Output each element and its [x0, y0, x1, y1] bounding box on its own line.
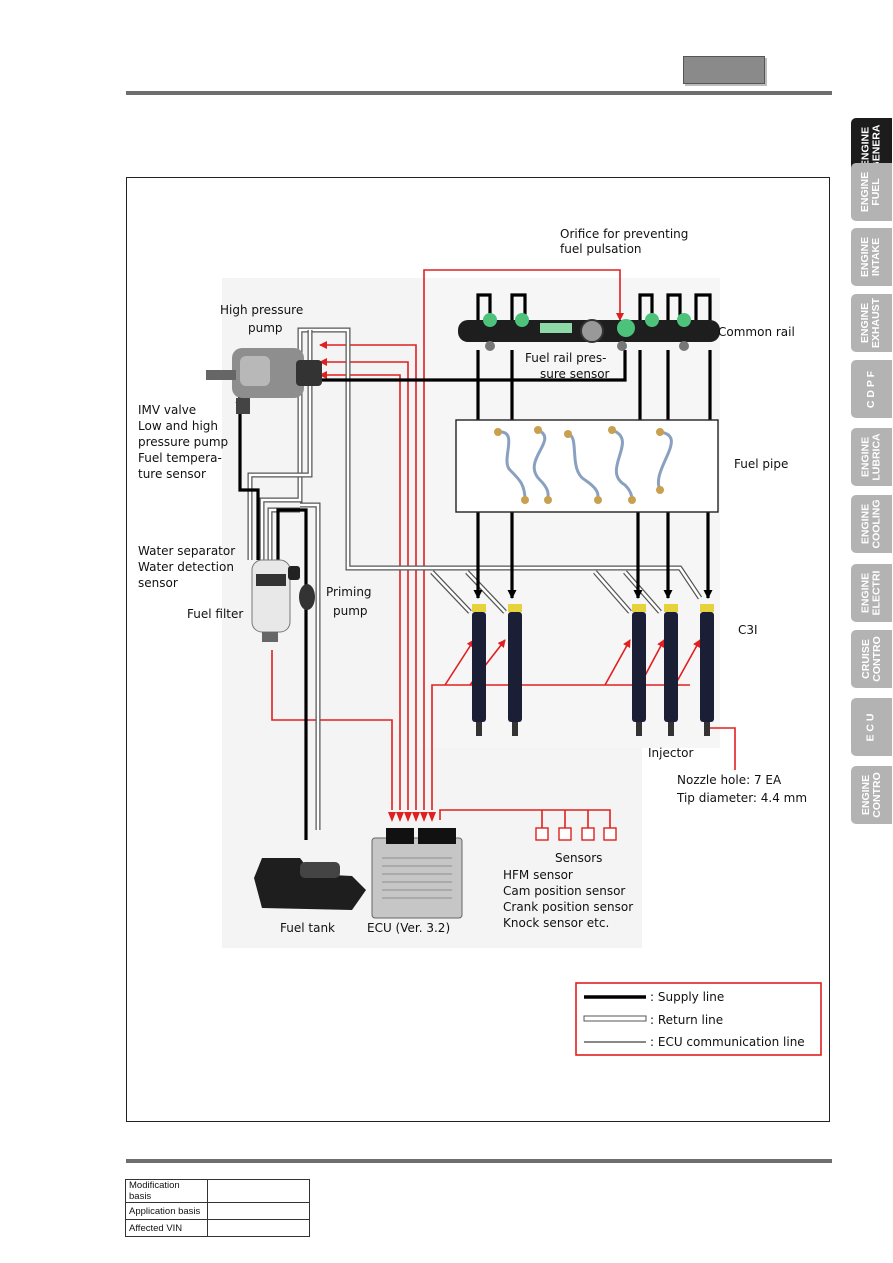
- ecu-image: [371, 828, 463, 919]
- label-sensor-hfm: HFM sensor: [503, 868, 573, 882]
- label-hp-pump-1: High pressure: [220, 303, 303, 317]
- legend: : Supply line : Return line : ECU commun…: [575, 982, 822, 1056]
- fuel-pipe-box: [455, 419, 719, 513]
- label-fuel-rail-sensor-1: Fuel rail pres-: [525, 351, 606, 365]
- label-imv-5: ture sensor: [138, 467, 206, 481]
- app-basis-value: [207, 1202, 310, 1220]
- high-pressure-pump-image: [206, 348, 322, 414]
- fuel-tank-image: [254, 858, 366, 910]
- footer-rule: [126, 1159, 832, 1163]
- legend-ecu-label: : ECU communication line: [650, 1035, 805, 1049]
- label-tip-diameter: Tip diameter: 4.4 mm: [676, 791, 807, 805]
- label-imv-2: Low and high: [138, 419, 218, 433]
- tab-engine-electrical[interactable]: ENGINE ELECTRI: [851, 564, 892, 622]
- affected-vin-value: [207, 1219, 310, 1237]
- header-box: [683, 56, 765, 84]
- injector-3: [632, 604, 646, 736]
- label-sensors: Sensors: [555, 851, 602, 865]
- tab-engine-fuel[interactable]: ENGINE FUEL: [851, 163, 892, 221]
- label-injector: Injector: [648, 746, 694, 760]
- label-orifice-1: Orifice for preventing: [560, 227, 688, 241]
- affected-vin-label: Affected VIN: [125, 1219, 208, 1237]
- priming-pump-image: [299, 584, 315, 610]
- label-fuel-tank: Fuel tank: [280, 921, 335, 935]
- tab-engine-control[interactable]: ENGINE CONTRO: [851, 766, 892, 824]
- label-orifice-2: fuel pulsation: [560, 242, 642, 256]
- legend-supply-label: : Supply line: [650, 990, 724, 1004]
- common-rail: [458, 313, 720, 351]
- table-row: Affected VIN: [125, 1219, 310, 1237]
- label-water-separator-3: sensor: [138, 576, 178, 590]
- label-fuel-pipe: Fuel pipe: [734, 457, 788, 471]
- tab-engine-exhaust[interactable]: ENGINE EXHAUST: [851, 294, 892, 352]
- injector-2: [508, 604, 522, 736]
- label-priming-2: pump: [333, 604, 368, 618]
- ecu-communication-lines: [271, 269, 736, 830]
- injector-4: [664, 604, 678, 736]
- label-sensor-cam: Cam position sensor: [503, 884, 625, 898]
- supply-lines: [235, 293, 713, 840]
- tab-engine-cooling[interactable]: ENGINE COOLING: [851, 495, 892, 553]
- label-hp-pump-2: pump: [248, 321, 283, 335]
- tab-ecu[interactable]: E C U: [851, 698, 892, 756]
- table-row: Modification basis: [125, 1179, 310, 1203]
- tab-engine-lubrication[interactable]: ENGINE LUBRICA: [851, 428, 892, 486]
- legend-return-swatch: [583, 1015, 647, 1022]
- return-lines: [247, 327, 703, 830]
- tab-cdpf[interactable]: C D P F: [851, 360, 892, 418]
- label-fuel-rail-sensor-2: sure sensor: [540, 367, 610, 381]
- ecu-input-arrows: [388, 812, 436, 822]
- label-c3i: C3I: [738, 623, 758, 637]
- tab-cruise-control[interactable]: CRUISE CONTRO: [851, 630, 892, 688]
- legend-return-label: : Return line: [650, 1013, 723, 1027]
- label-nozzle-hole: Nozzle hole: 7 EA: [677, 773, 782, 787]
- label-priming-1: Priming: [326, 585, 372, 599]
- label-imv-3: pressure pump: [138, 435, 228, 449]
- label-common-rail: Common rail: [718, 325, 795, 339]
- mod-basis-label: Modification basis: [125, 1179, 208, 1203]
- diagram-frame: [126, 177, 830, 1122]
- tab-engine-intake[interactable]: ENGINE INTAKE: [851, 228, 892, 286]
- injector-5: [700, 604, 714, 736]
- label-sensor-crank: Crank position sensor: [503, 900, 633, 914]
- mod-basis-value: [207, 1179, 310, 1203]
- label-water-separator-1: Water separator: [138, 544, 235, 558]
- fuel-filter-image: [251, 559, 300, 642]
- sensor-boxes: [535, 827, 617, 841]
- label-imv-4: Fuel tempera-: [138, 451, 222, 465]
- app-basis-label: Application basis: [125, 1202, 208, 1220]
- modification-table: Modification basis Application basis Aff…: [125, 1179, 310, 1237]
- label-ecu: ECU (Ver. 3.2): [367, 921, 450, 935]
- label-imv-1: IMV valve: [138, 403, 196, 417]
- injectors: [472, 604, 714, 736]
- table-row: Application basis: [125, 1202, 310, 1220]
- label-water-separator-2: Water detection: [138, 560, 234, 574]
- injector-1: [472, 604, 486, 736]
- label-sensor-knock: Knock sensor etc.: [503, 916, 609, 930]
- header-rule: [126, 91, 832, 95]
- label-fuel-filter: Fuel filter: [187, 607, 243, 621]
